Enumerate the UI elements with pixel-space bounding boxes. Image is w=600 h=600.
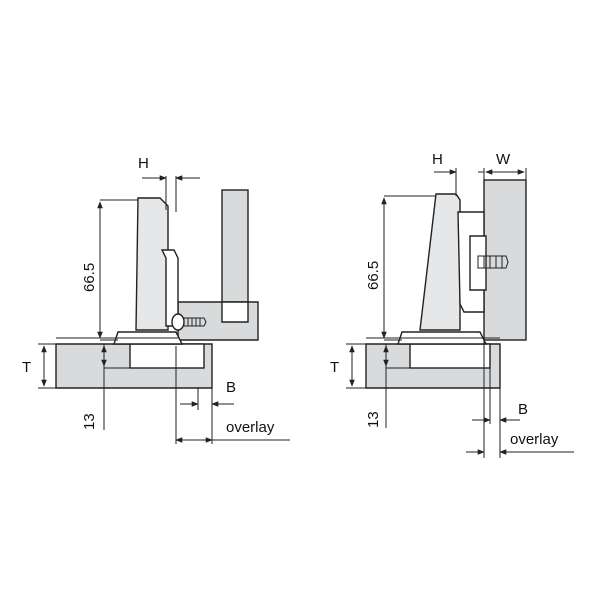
- right-h-label: H: [432, 151, 443, 168]
- right-b-label: B: [518, 401, 528, 418]
- left-h-label: H: [138, 155, 149, 172]
- left-b-label: B: [226, 379, 236, 396]
- right-t-label: T: [330, 359, 339, 376]
- right-hinge-diagram: H W 66.5 T 13 B overlay: [330, 151, 574, 458]
- left-t-label: T: [22, 359, 31, 376]
- right-overlay-label: overlay: [510, 431, 559, 448]
- right-13-label: 13: [365, 411, 382, 428]
- right-height-label: 66.5: [365, 261, 382, 290]
- left-overlay-label: overlay: [226, 419, 275, 436]
- right-hinge-arm: [419, 193, 461, 331]
- right-screw-icon: [477, 255, 509, 269]
- right-w-label: W: [496, 151, 511, 168]
- right-hinge-cup: [409, 343, 491, 369]
- left-screw-icon: [171, 313, 207, 331]
- left-side-panel-edge: [221, 301, 249, 323]
- left-height-label: 66.5: [81, 263, 98, 292]
- left-cabinet-side-panel: [221, 189, 249, 323]
- right-cabinet-side-panel: [483, 179, 527, 341]
- left-hinge-arm: [135, 197, 169, 331]
- left-13-label: 13: [81, 413, 98, 430]
- left-hinge-diagram: H 66.5 T 13 B overlay: [22, 155, 290, 444]
- left-hinge-cup: [129, 343, 205, 369]
